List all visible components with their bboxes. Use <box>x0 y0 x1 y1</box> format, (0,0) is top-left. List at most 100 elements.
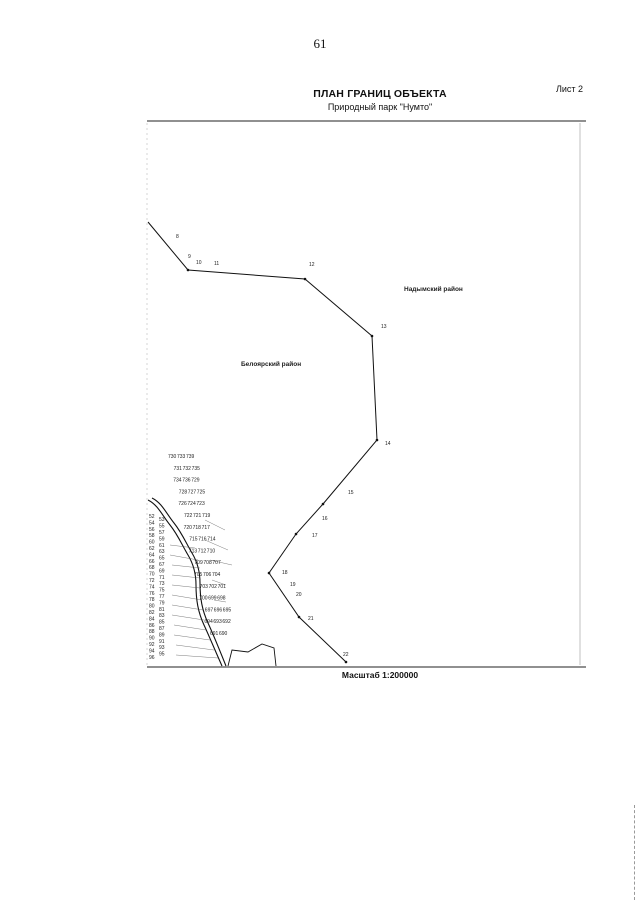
cluster-point-label: 713 <box>189 548 198 554</box>
coast-point-label: 91 <box>159 639 165 645</box>
point-label: 13 <box>381 324 387 330</box>
coast-point-label: 93 <box>159 645 165 651</box>
coast-point-label: 71 <box>159 575 165 581</box>
coast-point-label: 58 <box>149 533 155 539</box>
coast-point-label: 86 <box>149 623 155 629</box>
coast-point-label: 95 <box>159 652 165 658</box>
coastline <box>147 497 227 667</box>
coast-point-label: 67 <box>159 562 165 568</box>
coast-point-label: 73 <box>159 581 165 587</box>
coast-point-label: 60 <box>149 540 155 546</box>
coast-point-label: 94 <box>149 648 155 654</box>
cluster-point-label: 721 <box>193 513 202 519</box>
point-label: 18 <box>282 570 288 576</box>
cluster-point-label: 733 <box>177 454 186 460</box>
map-title: ПЛАН ГРАНИЦ ОБЪЕКТА <box>313 88 447 100</box>
cluster-point-label: 724 <box>187 501 196 507</box>
region-label-nadym: Надымский район <box>404 285 463 293</box>
park-boundary-line <box>147 221 378 663</box>
point-label: 22 <box>343 652 349 658</box>
coast-point-label: 64 <box>149 552 155 558</box>
coast-point-label: 69 <box>159 568 165 574</box>
cluster-point-label: 715 <box>189 537 198 543</box>
coast-point-label: 52 <box>149 514 155 520</box>
cluster-point-label: 728 <box>179 489 188 495</box>
cluster-point-label: 704 <box>212 572 221 578</box>
cluster-point-label: 716 <box>198 537 207 543</box>
cluster-point-label: 718 <box>193 525 202 531</box>
coast-point-label: 79 <box>159 600 165 606</box>
coast-point-label: 57 <box>159 530 165 536</box>
point-label: 16 <box>322 516 328 522</box>
cluster-point-label: 703 <box>200 584 209 590</box>
point-label: 20 <box>296 592 302 598</box>
cluster-point-label: 701 <box>218 584 227 590</box>
cluster-point-label: 726 <box>178 501 187 507</box>
coast-point-label: 62 <box>149 546 155 552</box>
coast-point-label: 92 <box>149 642 155 648</box>
coast-point-label: 85 <box>159 620 165 626</box>
coast-point-label: 81 <box>159 607 165 613</box>
cluster-point-label: 722 <box>184 513 193 519</box>
cluster-point-label: 731 <box>174 466 183 472</box>
cluster-point-label: 712 <box>198 548 207 554</box>
coast-point-label: 80 <box>149 604 155 610</box>
map-subtitle: Природный парк "Нумто" <box>327 102 433 112</box>
coast-point-label: 88 <box>149 629 155 635</box>
cluster-point-label: 699 <box>208 596 217 602</box>
coast-point-label: 76 <box>149 591 155 597</box>
coast-point-label: 87 <box>159 626 165 632</box>
cluster-point-label: 717 <box>202 525 211 531</box>
cluster-point-label: 714 <box>207 537 216 543</box>
south-boundary-segment <box>227 643 277 667</box>
cluster-point-label: 735 <box>192 466 201 472</box>
coast-point-label: 77 <box>159 594 165 600</box>
coast-point-label: 74 <box>149 584 155 590</box>
cluster-point-label: 725 <box>197 489 206 495</box>
coast-point-label: 83 <box>159 613 165 619</box>
cluster-point-label: 739 <box>186 454 195 460</box>
cluster-point-label: 705 <box>194 572 203 578</box>
cluster-point-label: 729 <box>191 478 200 484</box>
point-label: 15 <box>348 490 354 496</box>
coast-point-label: 55 <box>159 524 165 530</box>
point-label: 9 <box>188 254 191 260</box>
coast-point-label: 54 <box>149 520 155 526</box>
cluster-point-label: 690 <box>219 631 228 637</box>
cluster-point-label: 723 <box>196 501 205 507</box>
coast-point-label: 96 <box>149 655 155 661</box>
point-label: 14 <box>385 441 391 447</box>
point-label: 21 <box>308 616 314 622</box>
cluster-point-label: 730 <box>168 454 177 460</box>
coast-point-label: 78 <box>149 597 155 603</box>
cluster-point-label: 700 <box>199 596 208 602</box>
region-label-beloyarsk: Белоярский район <box>241 360 301 368</box>
coast-point-label: 70 <box>149 572 155 578</box>
coast-point-label: 63 <box>159 549 165 555</box>
page-edge-mark <box>634 805 637 900</box>
page-number: 61 <box>313 36 327 51</box>
cluster-point-label: 696 <box>214 607 223 613</box>
coast-point-label: 75 <box>159 588 165 594</box>
point-label: 12 <box>309 262 315 268</box>
cluster-point-label: 719 <box>202 513 211 519</box>
cluster-point-label: 709 <box>194 560 203 566</box>
cluster-point-label: 734 <box>173 478 182 484</box>
sheet-number: Лист 2 <box>556 84 584 94</box>
cluster-point-label: 702 <box>209 584 218 590</box>
cluster-point-label: 698 <box>217 596 226 602</box>
cluster-point-label: 707 <box>212 560 221 566</box>
cluster-point-label: 694 <box>204 619 213 625</box>
cluster-point-label: 692 <box>222 619 231 625</box>
map-scale: Масштаб 1:200000 <box>341 670 419 680</box>
coast-labels: 5253545556575859606162636465666768697071… <box>149 514 165 661</box>
coast-point-label: 82 <box>149 610 155 616</box>
coast-point-label: 56 <box>149 527 155 533</box>
point-label: 10 <box>196 260 202 266</box>
cluster-leaders <box>169 519 233 659</box>
point-label: 8 <box>176 234 179 240</box>
coast-point-label: 72 <box>149 578 155 584</box>
cluster-point-label: 693 <box>213 619 222 625</box>
